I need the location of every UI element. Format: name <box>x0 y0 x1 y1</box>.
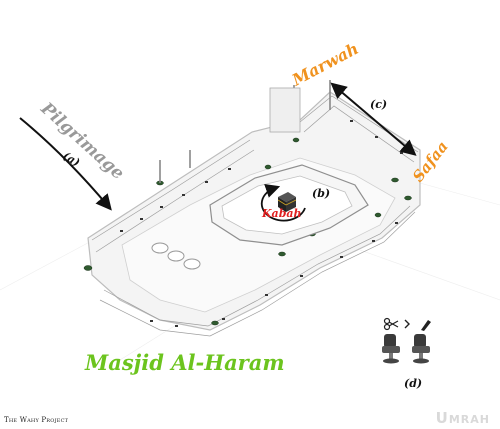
credit-text: The Wahy Project <box>4 416 69 424</box>
razor-icon <box>421 320 431 331</box>
pilgrimage-step-label: (a) <box>61 149 83 169</box>
masjid-complex <box>83 80 421 337</box>
marwah-label: Marwah <box>288 39 362 90</box>
masjid-title: Masjid Al-Haram <box>84 350 285 375</box>
tawaf-arrow <box>260 184 306 222</box>
pilgrimage-label: Pilgrimage <box>36 98 128 184</box>
kabah-step-label: (b) <box>312 187 330 200</box>
scissors-icon <box>383 317 399 331</box>
sai-arrow <box>330 82 417 156</box>
sai-step-label: (c) <box>370 98 387 111</box>
marwah-tower <box>269 87 301 133</box>
barber-chair-icon <box>382 334 400 364</box>
section-title: Umrah <box>435 409 490 427</box>
pilgrimage-arrow <box>19 117 112 211</box>
kaaba-icon <box>277 192 297 212</box>
razor-icon <box>404 319 410 329</box>
barber-chair-icon <box>412 334 430 364</box>
kabah-label: Kabah <box>261 207 302 220</box>
haircut-step-label: (d) <box>404 377 422 390</box>
courtyard-domes <box>151 242 201 270</box>
